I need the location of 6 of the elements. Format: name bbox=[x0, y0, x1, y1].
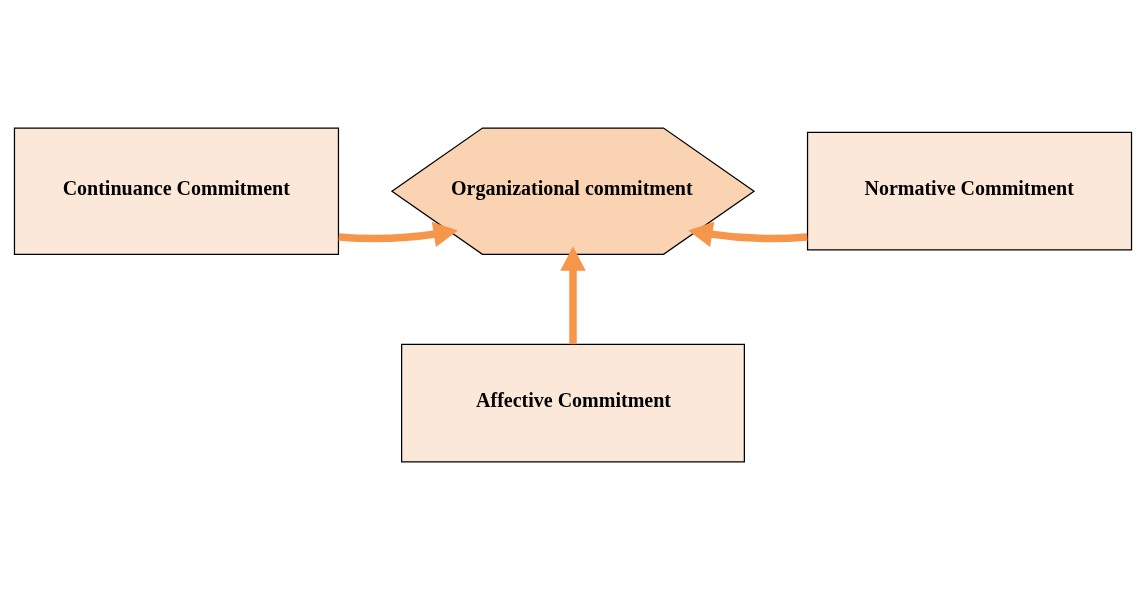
arrow bbox=[560, 246, 586, 345]
node-box: Continuance Commitment bbox=[13, 127, 340, 255]
arrow bbox=[688, 221, 808, 247]
node-box: Affective Commitment bbox=[401, 343, 745, 463]
node-box: Normative Commitment bbox=[806, 131, 1133, 251]
arrow bbox=[338, 221, 458, 247]
